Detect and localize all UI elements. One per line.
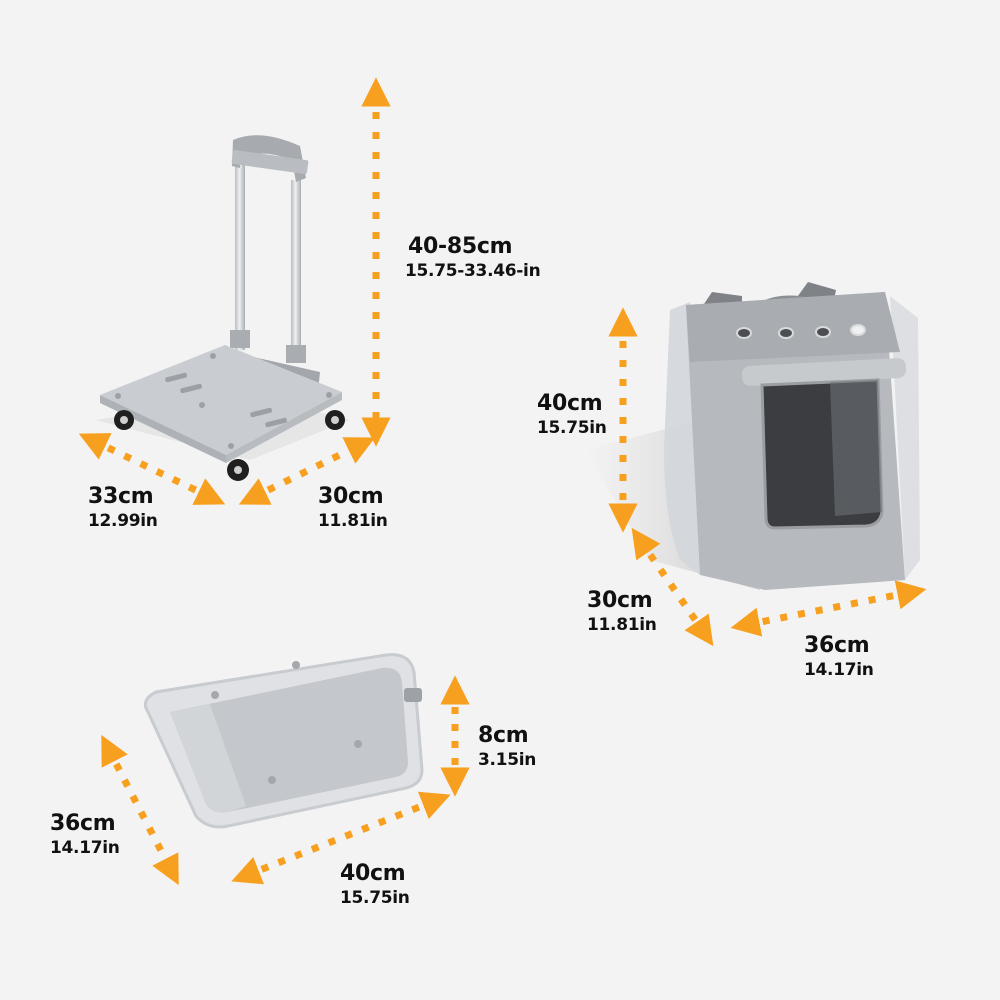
folded-depth-label: 36cm 14.17in <box>50 813 120 857</box>
carrier-width-in: 14.17in <box>804 660 874 680</box>
carrier-width-arrow <box>730 580 927 637</box>
trolley-height-cm: 40-85cm <box>408 234 513 259</box>
folded-width-label: 40cm 15.75in <box>340 863 410 907</box>
trolley-length-arrow <box>78 433 226 505</box>
trolley-height-label: 40-85cm 15.75-33.46-in <box>405 234 541 281</box>
folded-width-cm: 40cm <box>340 861 406 886</box>
folded-thickness-in: 3.15in <box>478 750 537 770</box>
carrier-height-cm: 40cm <box>537 391 603 416</box>
trolley-height-in: 15.75-33.46-in <box>405 261 541 281</box>
trolley-cart-image <box>95 135 350 481</box>
pet-carrier-image <box>585 282 920 590</box>
folded-carrier-image <box>143 653 424 829</box>
folded-thickness-label: 8cm 3.15in <box>478 725 536 769</box>
folded-depth-in: 14.17in <box>50 838 120 858</box>
trolley-length-in: 12.99in <box>88 511 158 531</box>
trolley-width-label: 30cm 11.81in <box>318 486 388 530</box>
carrier-depth-in: 11.81in <box>587 615 657 635</box>
carrier-width-label: 36cm 14.17in <box>804 635 874 679</box>
trolley-width-cm: 30cm <box>318 484 384 509</box>
carrier-width-cm: 36cm <box>804 633 870 658</box>
carrier-depth-arrow <box>631 527 714 647</box>
folded-depth-cm: 36cm <box>50 811 116 836</box>
trolley-length-cm: 33cm <box>88 484 154 509</box>
folded-thickness-cm: 8cm <box>478 723 529 748</box>
carrier-depth-label: 30cm 11.81in <box>587 590 657 634</box>
carrier-height-in: 15.75in <box>537 418 607 438</box>
carrier-depth-cm: 30cm <box>587 588 653 613</box>
trolley-length-label: 33cm 12.99in <box>88 486 158 530</box>
trolley-width-arrow <box>238 437 376 505</box>
folded-width-in: 15.75in <box>340 888 410 908</box>
carrier-height-label: 40cm 15.75in <box>537 393 607 437</box>
folded-depth-arrow <box>101 734 179 886</box>
trolley-width-in: 11.81in <box>318 511 388 531</box>
